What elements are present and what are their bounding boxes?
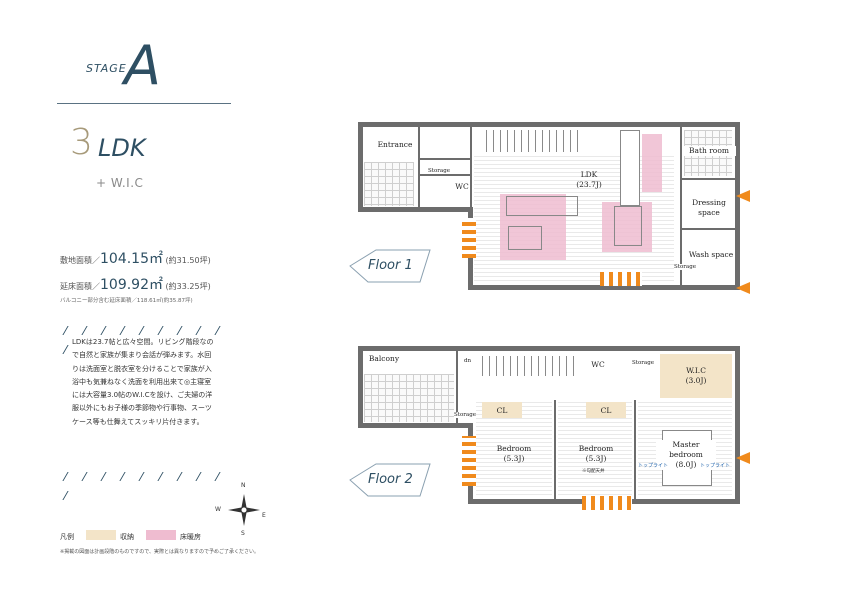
cl1-label: CL: [496, 406, 508, 415]
slash-divider-bottom: [54, 466, 237, 500]
site-area-tsubo: (約31.50坪): [165, 256, 211, 265]
wash-label: Wash space: [688, 250, 734, 259]
f1-storage2-label: Storage: [674, 264, 696, 270]
floor1-plan: Entrance Storage WC LDK (23.7J) Bath roo…: [358, 122, 740, 290]
bedroom1-label: Bedroom (5.3J): [482, 444, 546, 464]
f2-staircase: [476, 356, 576, 376]
cl2-area: [586, 402, 626, 418]
f2-storage2-label: Storage: [454, 412, 476, 418]
toplight1-label: トップライト: [638, 463, 669, 469]
master-line2: bedroom: [669, 450, 703, 459]
compass-icon: N S W E: [215, 482, 266, 537]
layout-extra: + W.I.C: [96, 176, 144, 190]
balcony-area-note: バルコニー部分含む延床面積／118.61㎡(約35.87坪): [60, 298, 193, 304]
floor2-tag: Floor 2: [348, 462, 432, 498]
bedroom2-label: Bedroom (5.3J): [564, 444, 628, 464]
f2-airflow-west: [462, 436, 476, 486]
coffee-table: [508, 226, 542, 250]
master-size: (8.0J): [675, 460, 697, 469]
site-area-value: 104.15㎡: [100, 251, 163, 267]
compass-w: W: [215, 506, 221, 513]
legend-label: 凡例: [60, 533, 74, 541]
kitchen-counter: [620, 130, 640, 206]
legend-storage-swatch: [86, 530, 116, 540]
f1-wc-label: WC: [455, 182, 469, 191]
wic-area: [660, 354, 732, 398]
f2-airflow-south: [582, 496, 632, 510]
f1-airflow-south: [600, 272, 642, 286]
bedroom2-size: (5.3J): [585, 454, 607, 463]
master-line1: Master: [672, 440, 700, 449]
legend-heated-text: 床暖房: [180, 533, 201, 541]
wic-size: (3.0J): [685, 376, 707, 385]
stage-word: STAGE: [86, 62, 127, 75]
wic-name: W.I.C: [686, 366, 706, 375]
divider: [57, 103, 231, 104]
slash-divider-top: [54, 320, 237, 354]
description: LDKは23.7帖と広々空間。リビング階段なので自然と家族が集まり会話が弾みます…: [72, 338, 214, 426]
bath-label: Bath room: [682, 146, 736, 156]
f1-airflow-west: [462, 218, 476, 258]
f2-wc-label: WC: [591, 360, 605, 369]
stage-letter: A: [124, 34, 161, 97]
bedroom2-name: Bedroom: [578, 444, 614, 453]
floor-area-tsubo: (約33.25坪): [165, 282, 211, 291]
site-area-label: 敷地面積／: [60, 256, 100, 265]
wic-label: W.I.C (3.0J): [660, 366, 732, 386]
f2-storage1-label: Storage: [632, 360, 654, 366]
bedroom1-size: (5.3J): [503, 454, 525, 463]
bedroom1-name: Bedroom: [496, 444, 532, 453]
floor-area: 延床面積／109.92㎡ (約33.25坪): [60, 274, 211, 294]
compass-e: E: [262, 512, 266, 519]
dining-table: [614, 206, 642, 246]
floor-area-value: 109.92㎡: [100, 277, 163, 293]
master-label: Master bedroom (8.0J): [656, 440, 716, 470]
balcony-floor: [364, 374, 454, 422]
dressing-line2: space: [698, 208, 720, 217]
floor2-plan: Balcony dn WC Storage Storage W.I.C (3.0…: [358, 346, 740, 504]
floor1-tag-text: Floor 1: [368, 258, 413, 273]
compass-n: N: [241, 482, 246, 489]
sofa: [506, 196, 578, 216]
bedroom2-floor: [558, 402, 632, 498]
cl2-label: CL: [600, 406, 612, 415]
compass-s: S: [241, 530, 245, 537]
ldk-label: LDK (23.7J): [562, 170, 616, 190]
f1-staircase: [480, 130, 580, 152]
layout-number: 3: [70, 122, 93, 163]
site-area: 敷地面積／104.15㎡ (約31.50坪): [60, 248, 211, 268]
ldk-name: LDK: [580, 170, 598, 179]
floor1-tag: Floor 1: [348, 248, 432, 284]
floor2-tag-text: Floor 2: [368, 472, 413, 487]
balcony-label: Balcony: [368, 354, 400, 363]
ldk-heated-area-2: [602, 202, 652, 252]
bedroom2-note: ※勾配天井: [582, 469, 605, 474]
legend-heated-swatch: [146, 530, 176, 540]
toplight2-label: トップライト: [700, 463, 731, 469]
entrance-floor: [364, 162, 414, 206]
entrance-label: Entrance: [377, 140, 413, 149]
dressing-line1: Dressing: [692, 198, 726, 207]
kitchen-heated-area: [642, 134, 662, 192]
ldk-size: (23.7J): [576, 180, 602, 189]
f1-storage1-label: Storage: [428, 168, 450, 174]
legend-storage-text: 収納: [120, 533, 134, 541]
f2-dn-label: dn: [464, 358, 472, 364]
layout-type: LDK: [98, 134, 146, 162]
dressing-label: Dressing space: [684, 198, 734, 218]
bedroom1-floor: [476, 402, 552, 498]
floor-area-label: 延床面積／: [60, 282, 100, 291]
cl1-area: [482, 402, 522, 418]
disclaimer: ※掲載の図面は計画段階のものですので、実際とは異なりますので予めご了承ください。: [60, 549, 259, 555]
